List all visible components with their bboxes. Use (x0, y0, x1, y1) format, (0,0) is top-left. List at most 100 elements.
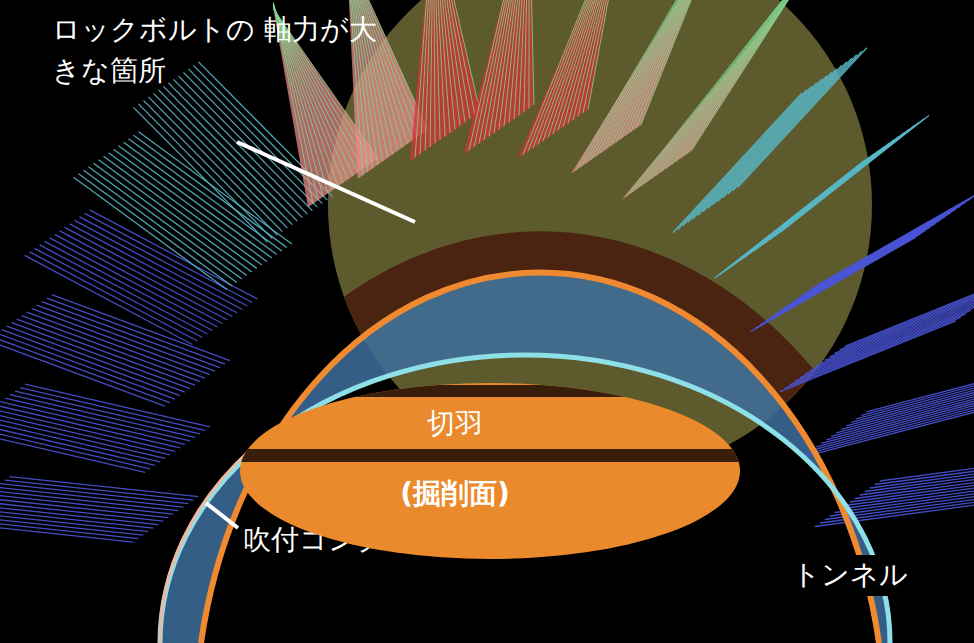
rock-bolt (0, 487, 183, 507)
rock-bolt (99, 160, 252, 272)
rock-bolt (30, 252, 198, 341)
rock-bolt (693, 79, 822, 219)
rock-bolt (168, 83, 302, 218)
rock-bolt (810, 300, 974, 371)
rock-bolt (524, 0, 529, 112)
rock-bolt (860, 470, 974, 495)
rock-bolt (751, 237, 916, 331)
rock-bolt (715, 161, 864, 278)
rock-bolt (0, 402, 185, 445)
leader-line (237, 142, 415, 222)
rock-bolt (25, 255, 193, 344)
rock-bolt (708, 69, 837, 209)
face-text: 切羽 (240, 405, 670, 443)
rock-bolt (0, 340, 165, 406)
outer-arch (201, 272, 879, 643)
rock-bolt (9, 477, 198, 497)
rock-bolt (780, 321, 956, 392)
rock-bolt (811, 402, 974, 450)
rock-bolt (479, 0, 529, 144)
rock-bolt (12, 323, 190, 389)
rock-bolt (733, 51, 862, 191)
rock-bolt (703, 72, 832, 212)
rock-bolt (816, 399, 974, 447)
rock-bolt (425, 0, 433, 150)
rock-bolt (821, 395, 974, 443)
rock-bolt (94, 163, 247, 275)
rock-bolt (22, 316, 200, 382)
rock-bolt (0, 337, 170, 403)
rock-bolt (825, 289, 974, 360)
rock-bolt (646, 0, 791, 183)
rock-bolt (0, 426, 150, 469)
leader-line (206, 503, 238, 528)
rock-bolt (728, 55, 857, 195)
rock-bolt (641, 0, 791, 186)
rock-bolt (143, 100, 277, 235)
rock-bolt (433, 0, 475, 115)
rock-bolt (718, 62, 847, 202)
rock-bolt (469, 0, 529, 151)
rock-bolt (79, 174, 232, 286)
callout-label: ロックボルトの 軸力が大きな箇所 (52, 10, 382, 91)
inner-arch-edge (160, 450, 250, 643)
rock-bolt (0, 430, 145, 473)
rock-bolt (631, 0, 791, 193)
rock-bolt (0, 491, 178, 511)
rock-bolt (0, 522, 133, 542)
rock-bolt (415, 0, 433, 157)
rock-bolt (529, 0, 534, 105)
rock-bolt (713, 65, 842, 205)
rock-bolt (688, 83, 817, 223)
rock-bolt (790, 314, 966, 385)
shotcrete-lining (160, 272, 890, 643)
rock-bolt (816, 192, 974, 286)
rock-bolt (626, 0, 791, 197)
callout-label: トンネル (788, 555, 912, 596)
rock-bolt (104, 156, 257, 268)
rock-bolt (74, 177, 227, 289)
rock-bolt (805, 303, 974, 374)
rock-bolt (138, 104, 272, 239)
rock-bolt (678, 90, 807, 230)
rock-bolts (0, 0, 974, 542)
rock-bolt (45, 241, 213, 330)
rock-bolt (173, 79, 307, 214)
rock-bolt (153, 93, 287, 228)
inner-arch (160, 355, 890, 643)
rock-bolt (514, 0, 529, 119)
rock-bolt (801, 409, 974, 457)
rock-bolt (433, 0, 435, 143)
rock-bolt (163, 86, 297, 221)
rock-bolt (815, 296, 974, 367)
rock-bolt (850, 477, 974, 502)
rock-bolt (0, 512, 148, 532)
rock-bolt (124, 142, 277, 254)
rock-bolt (683, 86, 812, 226)
rock-bolt (27, 312, 205, 378)
rock-bolt (420, 0, 433, 154)
rock-bolt (40, 245, 208, 334)
rock-bolt (0, 484, 188, 504)
rock-bolt (17, 319, 195, 385)
tunnel-face: 切羽(掘削面) (240, 383, 740, 559)
rock-bolt (133, 107, 267, 242)
rock-bolt (698, 76, 827, 216)
rock-bolt (738, 48, 867, 188)
rock-bolt (0, 333, 175, 399)
rock-bolt (841, 381, 974, 429)
rock-bolt (89, 167, 242, 279)
rock-bolt (811, 195, 974, 289)
rock-bolt (820, 293, 974, 364)
rock-bolt (32, 309, 210, 375)
rock-bolt (84, 170, 237, 282)
rock-bolt (509, 0, 529, 123)
rock-bolt (35, 248, 203, 337)
rock-bolt (7, 326, 185, 392)
rock-bolt (723, 58, 852, 198)
face-shape (240, 383, 740, 559)
rock-bolt (0, 419, 160, 462)
rock-bolt (0, 416, 165, 459)
rock-bolt (474, 0, 529, 147)
rock-bolt (119, 146, 272, 258)
